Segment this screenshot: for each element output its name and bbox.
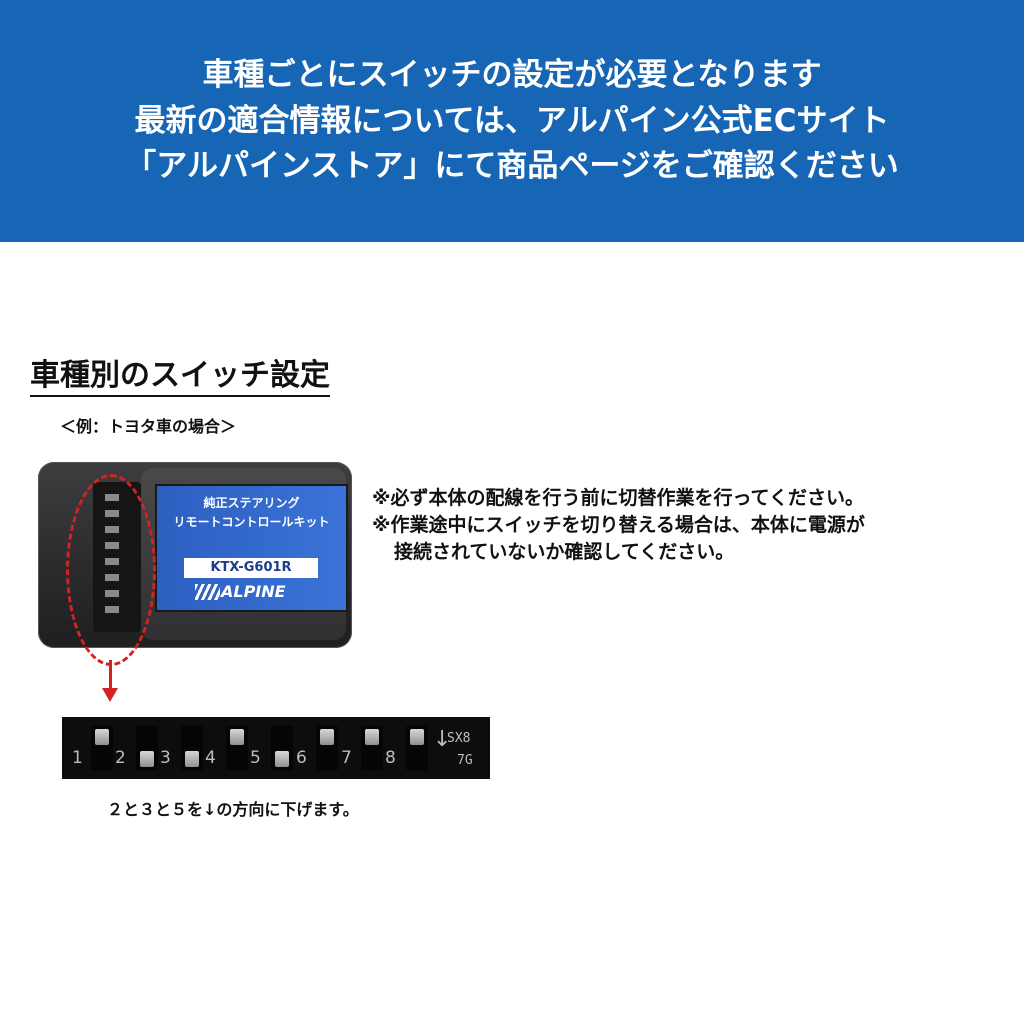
device-model: KTX-G601R (184, 558, 318, 578)
brand-logo: ALPINE (221, 582, 286, 601)
highlight-ellipse (66, 474, 156, 666)
switch-8 (406, 726, 428, 770)
switch-number-3: 3 (160, 748, 171, 768)
note-2: ※作業途中にスイッチを切り替える場合は、本体に電源が (372, 514, 865, 536)
pointer-arrow-line (109, 660, 112, 690)
switch-5 (271, 726, 293, 770)
device-label: 純正ステアリング リモートコントロールキット KTX-G601R ALPINE (155, 484, 348, 612)
device-label-line-2: リモートコントロールキット (173, 515, 330, 529)
example-caption: ＜例：トヨタ車の場合＞ (60, 417, 237, 436)
note-1: ※必ず本体の配線を行う前に切替作業を行ってください。 (372, 487, 864, 509)
switch-7 (361, 726, 383, 770)
switch-number-1: 1 (72, 748, 83, 768)
notes: ※必ず本体の配線を行う前に切替作業を行ってください。 ※作業途中にスイッチを切り… (372, 485, 865, 566)
note-3: 接続されていないか確認してください。 (394, 541, 735, 563)
switch-number-2: 2 (115, 748, 126, 768)
switch-2 (136, 726, 158, 770)
switch-number-6: 6 (296, 748, 307, 768)
device-label-line-1: 純正ステアリング (203, 496, 300, 510)
strip-code-bottom: 7G (457, 753, 473, 768)
banner-line-2: 最新の適合情報については、アルパイン公式ECサイト (134, 103, 890, 139)
switch-number-8: 8 (385, 748, 396, 768)
pointer-arrow-head (102, 688, 118, 702)
switch-closeup: 1 2 3 4 5 6 7 8 ↓ SX8 7G (62, 717, 490, 779)
down-arrow-icon: ↓ (433, 727, 452, 752)
switch-1 (91, 726, 113, 770)
switch-6 (316, 726, 338, 770)
brand-logo-stripes (195, 584, 220, 600)
device-image: 純正ステアリング リモートコントロールキット KTX-G601R ALPINE (38, 462, 352, 648)
banner-line-1: 車種ごとにスイッチの設定が必要となります (202, 57, 822, 93)
instruction-text: ２と３と５を↓の方向に下げます。 (107, 800, 359, 819)
switch-number-7: 7 (341, 748, 352, 768)
banner-line-3: 「アルパインストア」にて商品ページをご確認ください (125, 148, 899, 184)
strip-code-top: SX8 (447, 731, 471, 746)
switch-number-4: 4 (205, 748, 216, 768)
switch-number-5: 5 (250, 748, 261, 768)
section-title: 車種別のスイッチ設定 (30, 358, 330, 397)
switch-4 (226, 726, 248, 770)
header-banner: 車種ごとにスイッチの設定が必要となります 最新の適合情報については、アルパイン公… (0, 0, 1024, 242)
switch-3 (181, 726, 203, 770)
